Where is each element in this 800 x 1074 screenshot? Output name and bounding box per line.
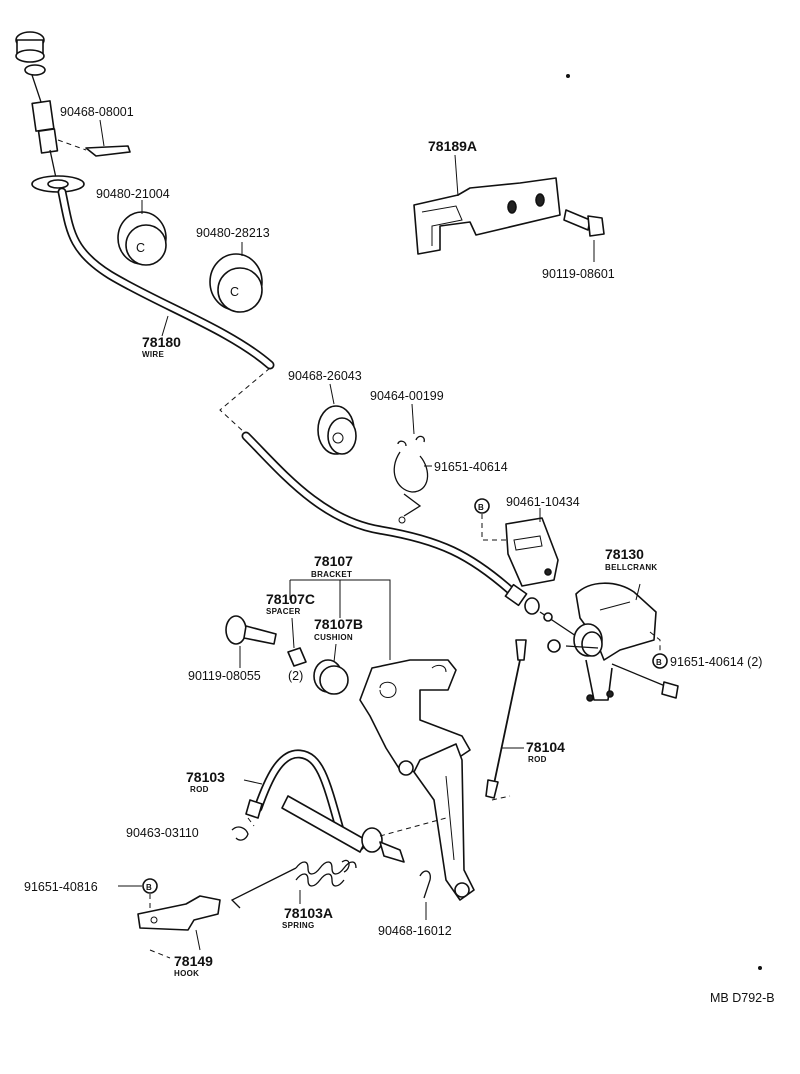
clip-90468-08001: 90468-08001 bbox=[57, 105, 134, 157]
bracket-78189a: 78189A bbox=[413, 138, 561, 255]
diagram-code: MB D792-B bbox=[710, 991, 775, 1005]
bellcrank-78130: 78130 BELLCRANK bbox=[547, 546, 679, 702]
callout-91651-40614: 91651-40614 bbox=[424, 460, 508, 474]
sublabel-bracket: BRACKET bbox=[311, 570, 352, 579]
label-90468-08001: 90468-08001 bbox=[60, 105, 134, 119]
bolt-90119-08601: 90119-08601 bbox=[542, 209, 615, 281]
label-91651-40614-2: 91651-40614 (2) bbox=[670, 655, 762, 669]
label-91651-40614: 91651-40614 bbox=[434, 460, 508, 474]
sublabel-bellcrank: BELLCRANK bbox=[605, 563, 657, 572]
label-78104: 78104 bbox=[526, 739, 565, 755]
rod-78104: 78104 ROD bbox=[485, 639, 565, 801]
sublabel-rod-78103: ROD bbox=[190, 785, 209, 794]
dot-mark-1 bbox=[565, 74, 570, 79]
label-qty-2: (2) bbox=[288, 669, 303, 683]
label-78103a: 78103A bbox=[284, 905, 333, 921]
label-90464-00199: 90464-00199 bbox=[370, 389, 444, 403]
rod-78103: 78103 ROD bbox=[186, 749, 447, 863]
label-78130: 78130 bbox=[605, 546, 644, 562]
marker-b-3: B bbox=[146, 883, 152, 892]
label-90480-28213: 90480-28213 bbox=[196, 226, 270, 240]
cotter-pin-90468-16012: 90468-16012 bbox=[378, 870, 452, 938]
grommet-90468-26043 bbox=[317, 383, 357, 455]
sublabel-spacer: SPACER bbox=[266, 607, 301, 616]
sublabel-spring: SPRING bbox=[282, 921, 314, 930]
label-90480-21004: 90480-21004 bbox=[96, 187, 170, 201]
label-90119-08601: 90119-08601 bbox=[542, 267, 615, 281]
plate-90461-10434: B 90461-10434 bbox=[474, 495, 580, 587]
label-78180: 78180 bbox=[142, 334, 181, 350]
marker-b-2: B bbox=[656, 658, 662, 667]
label-78189a: 78189A bbox=[428, 138, 477, 154]
label-78107c: 78107C bbox=[266, 591, 315, 607]
label-78107b: 78107B bbox=[314, 616, 363, 632]
label-91651-40816: 91651-40816 bbox=[24, 880, 98, 894]
label-90463-03110: 90463-03110 bbox=[126, 826, 199, 840]
nut-91651-40816: B 91651-40816 bbox=[24, 878, 158, 912]
label-78107: 78107 bbox=[314, 553, 353, 569]
label-90468-26043: 90468-26043 bbox=[288, 369, 362, 383]
callout-91651-40614-2: B 91651-40614 (2) bbox=[649, 631, 762, 669]
clip-90463-03110: 90463-03110 bbox=[126, 817, 255, 841]
marker-c-1: C bbox=[136, 241, 145, 255]
cushion-90480-28213: C 90480-28213 bbox=[196, 226, 270, 313]
sublabel-hook: HOOK bbox=[174, 969, 199, 978]
bolt-90119-08055: 90119-08055 (2) bbox=[188, 615, 303, 683]
label-78149: 78149 bbox=[174, 953, 213, 969]
sublabel-wire: WIRE bbox=[142, 350, 164, 359]
label-90461-10434: 90461-10434 bbox=[506, 495, 580, 509]
dot-mark-2 bbox=[757, 965, 762, 970]
bracket-78107-group: 78107 BRACKET 78107C SPACER 78107B CUSHI… bbox=[266, 553, 475, 901]
clamp-90464-00199: 90464-00199 bbox=[370, 389, 444, 524]
sublabel-cushion: CUSHION bbox=[314, 633, 353, 642]
marker-c-2: C bbox=[230, 285, 239, 299]
sublabel-rod-78104: ROD bbox=[528, 755, 547, 764]
cushion-90480-21004: C 90480-21004 bbox=[96, 187, 170, 266]
label-90119-08055: 90119-08055 bbox=[188, 669, 261, 683]
label-group-78180: 78180 WIRE bbox=[142, 315, 181, 359]
label-90468-16012: 90468-16012 bbox=[378, 924, 452, 938]
label-78103: 78103 bbox=[186, 769, 225, 785]
hook-78149: 78149 HOOK bbox=[137, 895, 221, 978]
marker-b-1: B bbox=[478, 503, 484, 512]
cable-lower: 90468-26043 bbox=[219, 367, 577, 637]
spring-78103a: 78103A SPRING bbox=[230, 859, 357, 930]
wire-78180-assembly bbox=[15, 31, 275, 370]
